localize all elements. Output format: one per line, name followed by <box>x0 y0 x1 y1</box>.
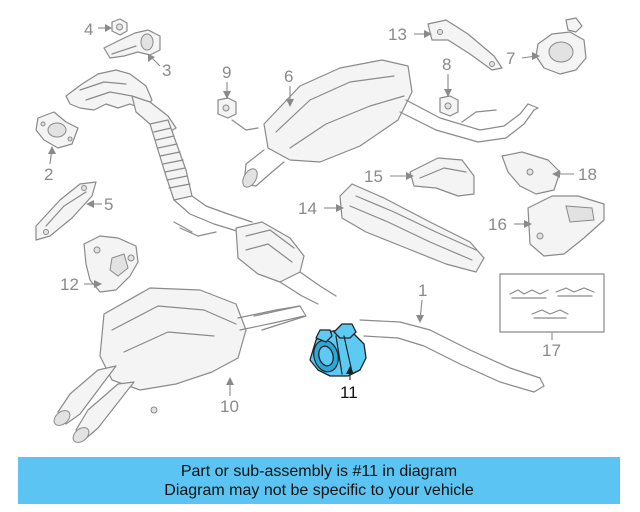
callout-12: 12 <box>60 275 79 294</box>
callout-9: 9 <box>222 63 231 82</box>
callout-8: 8 <box>442 55 451 74</box>
callout-14: 14 <box>298 199 317 218</box>
callout-11-highlighted: 11 <box>340 383 358 402</box>
part-4-nut[interactable] <box>111 18 128 36</box>
callout-16: 16 <box>488 215 507 234</box>
part-1-main-pipe[interactable] <box>253 305 545 393</box>
callout-4: 4 <box>84 20 93 39</box>
part-8-rubber-hanger[interactable] <box>439 95 459 117</box>
banner-line-disclaimer: Diagram may not be specific to your vehi… <box>164 481 474 499</box>
callout-15: 15 <box>364 167 383 186</box>
part-5-heat-shield-bracket[interactable] <box>35 181 97 241</box>
callout-3: 3 <box>162 61 171 80</box>
catalytic-converter <box>235 221 337 305</box>
part-14-heat-shield[interactable] <box>339 183 485 273</box>
callout-2: 2 <box>44 165 53 184</box>
callout-7: 7 <box>506 49 515 68</box>
part-9-rubber-hanger[interactable] <box>217 97 237 119</box>
part-11-clamp-highlighted[interactable] <box>309 323 367 377</box>
part-6-center-muffler[interactable] <box>231 59 539 190</box>
info-banner: Part or sub-assembly is #11 in diagram D… <box>18 457 620 504</box>
part-17-hardware-kit[interactable] <box>499 273 605 333</box>
leader-lines <box>48 24 574 396</box>
part-7-clamp[interactable] <box>535 17 587 75</box>
part-2-flange-gasket[interactable] <box>35 111 79 149</box>
banner-line-part-info: Part or sub-assembly is #11 in diagram <box>180 462 458 480</box>
callout-18: 18 <box>578 165 597 184</box>
exhaust-system-diagram: 4 3 2 5 12 9 6 13 8 7 15 18 14 16 1 10 1… <box>35 17 605 445</box>
callout-13: 13 <box>388 25 407 44</box>
callout-6: 6 <box>284 67 293 86</box>
callout-1: 1 <box>418 281 427 300</box>
part-12-mount-bracket[interactable] <box>83 235 139 293</box>
part-10-rear-muffler[interactable] <box>51 287 305 445</box>
part-18-bracket[interactable] <box>501 151 561 195</box>
part-13-bracket[interactable] <box>427 19 503 71</box>
part-3-hanger-bracket[interactable] <box>103 29 161 59</box>
callout-5: 5 <box>104 195 113 214</box>
callout-17: 17 <box>542 341 561 360</box>
part-16-bracket[interactable] <box>527 195 605 257</box>
part-15-heat-shield[interactable] <box>409 157 475 197</box>
callout-10: 10 <box>220 397 239 416</box>
manifold-front-pipe <box>65 69 253 237</box>
